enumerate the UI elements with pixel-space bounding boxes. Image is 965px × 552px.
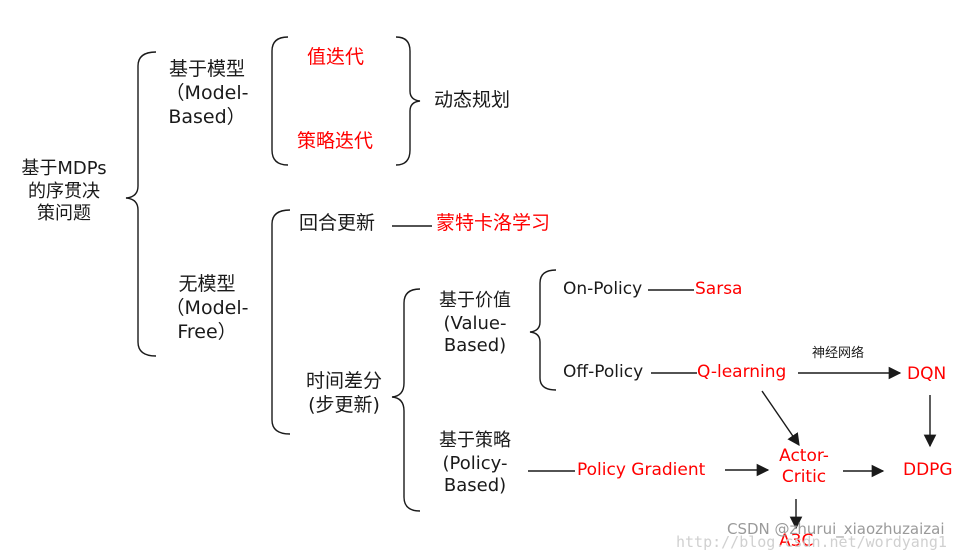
model-based-node: 基于模型 （Model- Based）: [152, 58, 262, 129]
model-free-line2: （Model-: [165, 296, 249, 319]
root-line3: 策问题: [37, 203, 91, 224]
policy-iteration-label: 策略迭代: [297, 130, 374, 152]
policy-based-node: 基于策略 (Policy- Based): [420, 430, 530, 498]
policy-based-line2: (Policy-: [442, 452, 508, 474]
watermark-text: CSDN @zhurui_xiaozhuzaizai: [727, 520, 945, 538]
brace-value-based: [529, 269, 557, 391]
ddpg-label: DDPG: [903, 460, 953, 480]
root-line2: 的序贯决: [28, 180, 100, 202]
policy-based-line3: Based): [443, 475, 507, 496]
monte-carlo-label: 蒙特卡洛学习: [436, 212, 551, 234]
td-line1: 时间差分: [305, 370, 382, 392]
policy-gradient-label: Policy Gradient: [577, 460, 706, 480]
a3c-label: A3C: [779, 531, 814, 551]
value-based-node: 基于价值 (Value- Based): [420, 290, 530, 358]
value-iteration-label: 值迭代: [307, 46, 365, 68]
td-node: 时间差分 (步更新): [289, 370, 399, 418]
value-based-line2: (Value-: [443, 312, 507, 334]
neural-network-label: 神经网络: [812, 346, 865, 361]
actor-critic-line1: Actor-: [779, 446, 829, 466]
model-based-title: 基于模型: [168, 58, 245, 80]
model-based-line3: Based）: [168, 105, 246, 128]
root-node: 基于MDPs 的序贯决 策问题: [14, 158, 114, 226]
model-free-title: 无模型: [178, 273, 236, 295]
model-free-line3: Free）: [177, 320, 237, 343]
off-policy-label: Off-Policy: [563, 362, 644, 382]
actor-critic-line2: Critic: [781, 467, 827, 488]
watermark-url: http://blog.csdn.net/wordyang1: [676, 533, 947, 551]
policy-based-line1: 基于策略: [439, 430, 511, 451]
q-learning-label: Q-learning: [697, 362, 787, 382]
sarsa-label: Sarsa: [695, 279, 743, 299]
model-based-line2: （Model-: [165, 81, 249, 104]
value-based-line1: 基于价值: [439, 290, 511, 311]
td-line2: (步更新): [308, 393, 380, 416]
on-policy-label: On-Policy: [563, 279, 643, 299]
episode-update-label: 回合更新: [299, 212, 376, 234]
brace-model-based-methods: [271, 36, 289, 166]
brace-td: [391, 288, 421, 512]
model-free-node: 无模型 （Model- Free）: [152, 273, 262, 344]
value-based-line3: Based): [443, 335, 507, 356]
dynamic-programming-label: 动态规划: [434, 89, 511, 111]
brace-model-free: [271, 209, 291, 435]
brace-model-based-right: [395, 36, 421, 166]
arrow-q-to-ac: [761, 390, 800, 447]
brace-root: [125, 51, 157, 357]
dqn-label: DQN: [907, 364, 947, 384]
actor-critic-node: Actor- Critic: [766, 446, 842, 489]
root-line1: 基于MDPs: [21, 158, 107, 179]
